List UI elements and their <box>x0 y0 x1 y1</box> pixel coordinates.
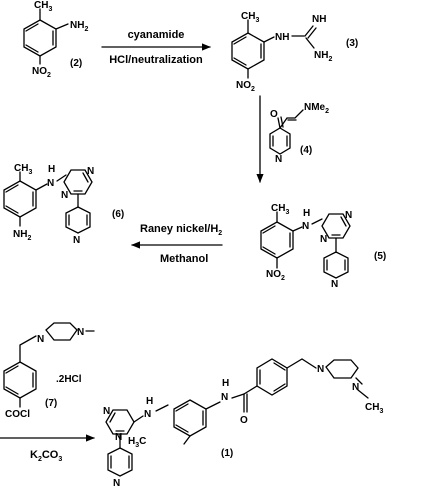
methyl-label: CH3 <box>241 11 259 24</box>
amine-label: NH2 <box>70 20 88 33</box>
nitro-label: NO2 <box>236 80 255 93</box>
compound-5-number: (5) <box>374 251 386 262</box>
salt-label: .2HCl <box>56 374 82 385</box>
nh-n-label: N <box>144 409 151 420</box>
pyridine-n-label: N <box>331 279 338 290</box>
step-1: cyanamide HCl/neutralization <box>101 29 211 66</box>
pyrimidine-n2-label: N <box>115 432 122 443</box>
compound-2: CH3 NH2 NO2 (2) <box>23 0 88 79</box>
pyrimidine-n1-label: N <box>87 166 94 177</box>
pyrimidine-n1-label: N <box>345 210 352 221</box>
pyridine-n-label: N <box>73 235 80 246</box>
nh-label: NH <box>275 32 289 43</box>
pyrimidine-n1-label: N <box>103 406 110 417</box>
methyl-label: CH3 <box>14 163 32 176</box>
step1-condition-label: HCl/neutralization <box>109 54 203 66</box>
nh-n-label: N <box>47 178 54 189</box>
methyl-label: CH3 <box>34 0 52 13</box>
step3-reagent-label: Raney nickel/H2 <box>140 223 222 237</box>
methyl-label: H3C <box>128 436 146 449</box>
nh-h-label: H <box>146 396 153 407</box>
nh-h-label: H <box>303 208 310 219</box>
nh-n-label: N <box>302 221 309 232</box>
nitro-label: NO2 <box>32 66 51 79</box>
step-2: O NMe2 N (4) <box>256 95 329 183</box>
methyl-label: CH3 <box>271 203 289 216</box>
compound-3-number: (3) <box>346 38 358 49</box>
compound-2-number: (2) <box>70 58 82 69</box>
piperazine-n2-label: N <box>77 327 84 338</box>
step-4: K2CO3 <box>0 434 95 463</box>
pyridine-n-label: N <box>275 154 282 165</box>
amide-n-label: N <box>221 392 228 403</box>
piperazine-n1-label: N <box>317 364 324 375</box>
acid-chloride-label: COCl <box>5 409 30 420</box>
step4-base-label: K2CO3 <box>30 449 62 463</box>
step1-reagent-label: cyanamide <box>128 29 185 41</box>
step3-solvent-label: Methanol <box>160 253 208 265</box>
amine-label: NH2 <box>13 229 31 242</box>
compound-1: N N N H N H3C H N O N N CH3 (1) <box>103 358 383 489</box>
compound-6-number: (6) <box>112 209 124 220</box>
pyridine-n-label: N <box>113 478 120 489</box>
amide-o-label: O <box>240 415 248 426</box>
carbonyl-o-label: O <box>270 109 278 120</box>
compound-5: CH3 H N N N NO2 N (5) <box>260 203 386 290</box>
amide-h-label: H <box>222 378 229 389</box>
dimethylamino-label: NMe2 <box>304 102 329 115</box>
n-methyl-label: CH3 <box>365 402 383 415</box>
compound-6: CH3 H N N N NH2 N (6) <box>3 163 124 246</box>
amine-label: NH2 <box>314 50 332 63</box>
compound-1-number: (1) <box>221 448 233 459</box>
nh-h-label: H <box>48 164 55 175</box>
pyrimidine-n2-label: N <box>320 234 327 245</box>
pyrimidine-n2-label: N <box>61 190 68 201</box>
imine-label: NH <box>312 14 326 25</box>
compound-7: N N .2HCl (7) COCl <box>3 322 95 420</box>
compound-4-number: (4) <box>300 145 312 156</box>
piperazine-n1-label: N <box>37 334 44 345</box>
nitro-label: NO2 <box>266 269 285 282</box>
compound-3: CH3 NH NH NH2 NO2 (3) <box>231 11 358 93</box>
piperazine-n2-label: N <box>352 382 359 393</box>
compound-7-number: (7) <box>45 398 57 409</box>
step-3: Raney nickel/H2 Methanol <box>131 223 223 265</box>
